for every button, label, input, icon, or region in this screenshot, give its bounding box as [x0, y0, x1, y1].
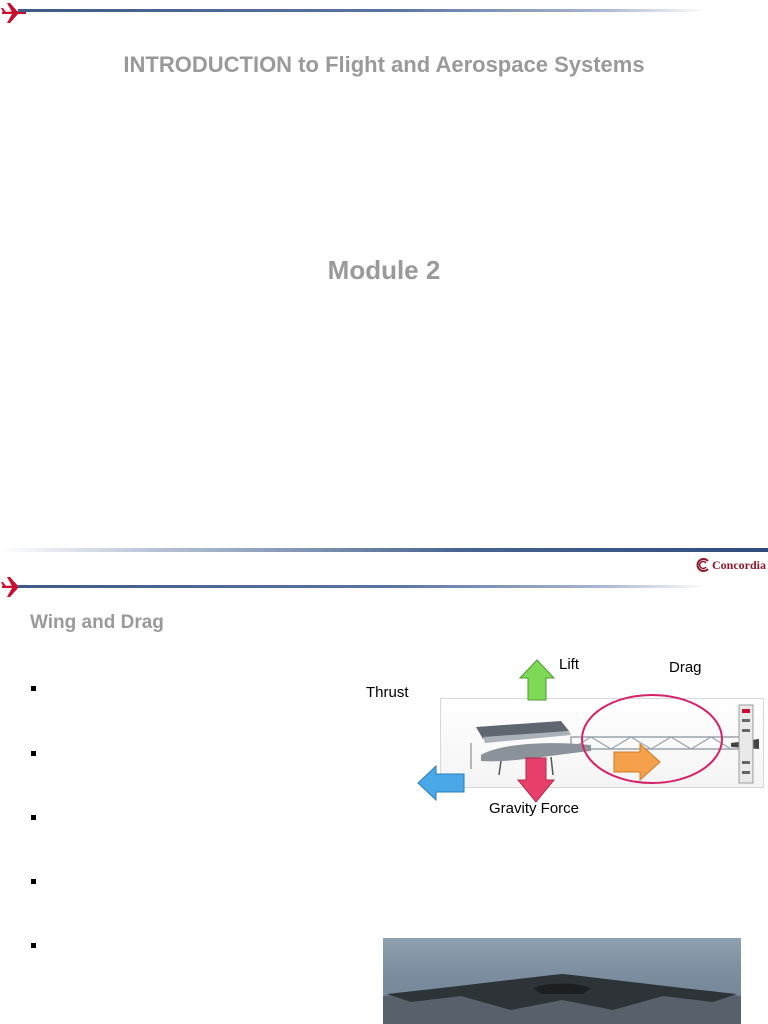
- concordia-logo-icon: [696, 558, 709, 572]
- drag-label: Drag: [669, 659, 702, 676]
- solar-aircraft-illustration: [470, 704, 759, 784]
- section-title: Wing and Drag: [30, 612, 164, 633]
- force-arrows: [417, 659, 723, 803]
- header-rule: [18, 9, 708, 12]
- gravity-arrow: [516, 757, 556, 803]
- concordia-logo: Concordia: [696, 556, 766, 574]
- drag-arrow: [613, 742, 661, 782]
- thrust-arrow: [417, 764, 465, 802]
- header-rule: [18, 585, 708, 588]
- stealth-bomber-illustration: [383, 974, 741, 1024]
- gravity-label: Gravity Force: [489, 800, 580, 817]
- module-title: Module 2: [327, 255, 441, 285]
- drag-highlight-ellipse: [581, 694, 723, 784]
- lift-arrow: [518, 659, 556, 701]
- stealth-bomber-photo: [383, 938, 741, 1024]
- page-title: INTRODUCTION to Flight and Aerospace Sys…: [123, 52, 645, 77]
- bullet-marker: [31, 943, 36, 948]
- title-slide: INTRODUCTION to Flight and Aerospace Sys…: [1, 3, 708, 285]
- bullet-marker: [31, 879, 36, 884]
- slide-divider: [0, 548, 768, 552]
- wing-drag-slide: Concordia Wing and Drag: [0, 548, 768, 1024]
- red-airplane-icon: [1, 3, 26, 23]
- logo-text: Concordia: [712, 557, 766, 572]
- solar-aircraft-photo: [440, 698, 764, 788]
- bullet-marker: [31, 686, 36, 691]
- thrust-label: Thrust: [366, 684, 409, 701]
- lift-label: Lift: [559, 656, 580, 673]
- bullet-marker: [31, 815, 36, 820]
- bullet-marker: [31, 751, 36, 756]
- forces-diagram: Lift Drag Thrust Gravity Force: [360, 656, 768, 876]
